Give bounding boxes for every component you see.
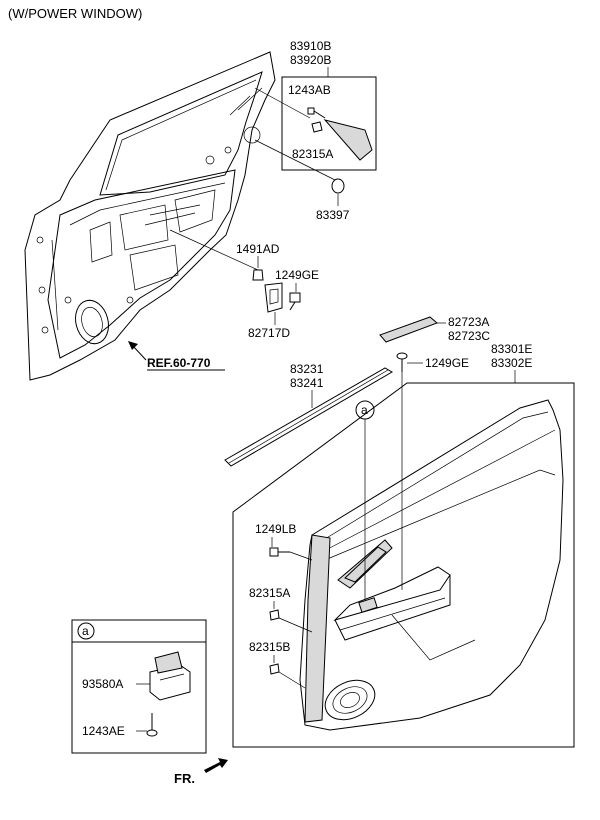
label-1243AB: 1243AB [288,83,331,97]
variant-note: (W/POWER WINDOW) [8,6,142,21]
label-82717D: 82717D [248,326,290,340]
screw-1249LB-icon [269,547,290,557]
label-1249GE-a: 1249GE [275,268,319,282]
ref-label: REF.60-770 [147,356,211,370]
label-83397: 83397 [316,208,350,222]
screw-1243AE-icon [136,713,158,737]
label-1243AE: 1243AE [82,724,125,738]
front-arrow-icon [204,758,228,773]
clip-1491AD-icon [252,269,264,281]
label-83301E: 83301E [491,342,532,356]
label-1249LB: 1249LB [255,522,296,536]
plug-83397-icon [331,178,345,194]
inset-marker-circle [77,622,95,640]
callout-box-83910B [281,76,377,171]
label-82315A-mid: 82315A [249,586,290,600]
inset-marker: a [82,624,89,638]
leader-83397 [254,139,336,181]
ref-marker-a: a [361,403,368,417]
leader-1491AD [169,229,259,271]
label-82723A: 82723A [448,315,489,329]
bracket-82717D-icon [264,282,283,313]
label-83241: 83241 [290,376,324,390]
delta-garnish-icon [323,119,373,161]
bolt-1249GE-icon [289,292,301,311]
label-82723C: 82723C [448,329,490,343]
door-frame [24,51,276,381]
clip-82315A-mid-icon [269,609,280,621]
door-trim-panel [299,399,564,731]
label-93580A: 93580A [82,677,123,691]
weatherstrip-83231-icon [224,367,393,467]
screw-1243AB-icon [307,107,326,119]
label-83910B: 83910B [290,39,331,53]
label-1249GE-b: 1249GE [425,356,469,370]
clip-82315B-icon [269,663,280,675]
ref-arrow [128,341,147,361]
label-83302E: 83302E [491,356,532,370]
clip-82315A-icon [311,121,323,133]
label-83920B: 83920B [290,53,331,67]
screw-1249GE-icon [396,352,408,372]
label-82315A-top: 82315A [292,147,333,161]
label-82315B: 82315B [249,640,290,654]
weatherstrip-82723A-icon [379,316,438,343]
inset-a-box [71,619,207,754]
trim-panel-box [232,382,575,748]
window-switch-93580A-icon [136,651,191,701]
label-1491AD: 1491AD [236,242,280,256]
label-83231: 83231 [290,362,324,376]
front-direction-label: FR. [174,771,195,786]
